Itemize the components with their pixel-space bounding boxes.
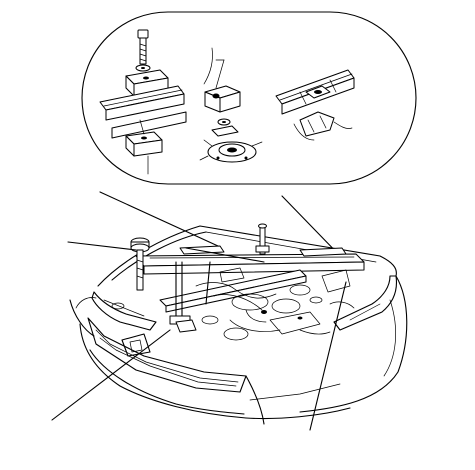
leader-line-4 <box>310 282 346 430</box>
rail-bracket-left <box>126 70 168 96</box>
leader-lines <box>52 192 346 430</box>
bracket-clamp <box>205 60 240 136</box>
crossbar-fixture <box>136 246 364 312</box>
front-grille <box>88 318 246 392</box>
bolt-head <box>138 30 148 38</box>
leader-line-3 <box>52 330 170 420</box>
inset-outline <box>82 12 416 184</box>
vehicle <box>70 224 407 424</box>
body-right-side <box>300 276 407 412</box>
mounting-pad <box>126 120 162 174</box>
rail-left <box>100 86 186 138</box>
headlight-right <box>334 276 396 330</box>
grommet <box>200 140 262 162</box>
front-bumper <box>80 324 350 424</box>
rail-assembly-right <box>276 70 354 140</box>
headlight-left <box>92 292 156 330</box>
fixture-legs <box>170 262 210 332</box>
body-left-side <box>70 300 94 336</box>
leader-line-2 <box>68 242 136 250</box>
leader-line-1 <box>100 192 218 246</box>
bolt-detail <box>136 30 150 71</box>
detail-inset <box>82 12 416 184</box>
leader-line-5 <box>186 248 264 262</box>
engine-bay <box>196 268 354 340</box>
support-post-right <box>256 224 269 254</box>
